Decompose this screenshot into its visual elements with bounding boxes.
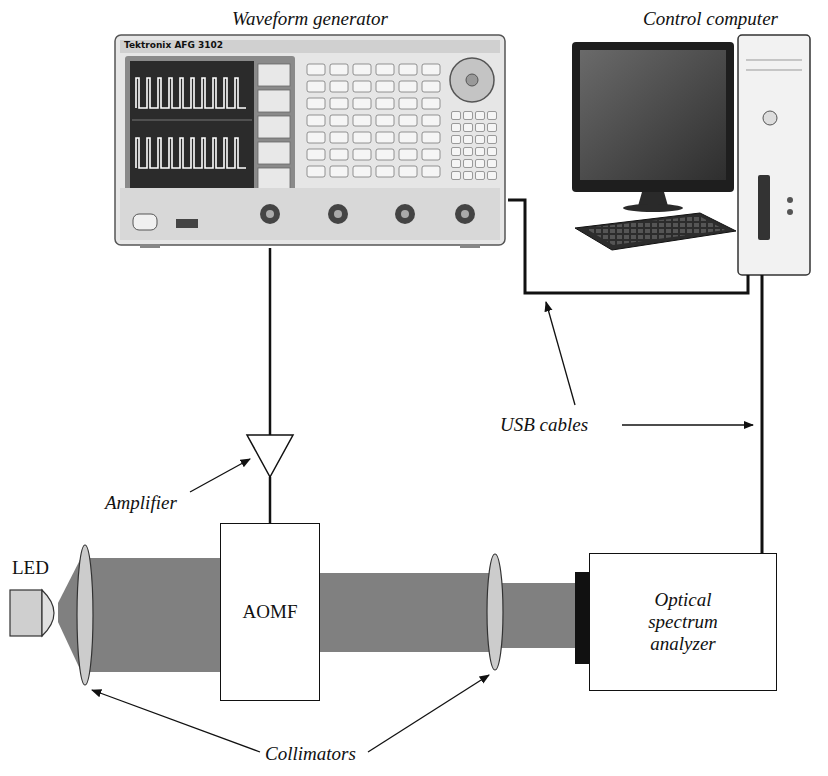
cable-connector: [761, 275, 764, 553]
generator-illustration: [258, 168, 290, 190]
computer-illustration: [572, 35, 810, 275]
led-symbol: [42, 590, 54, 636]
computer-illustration: [585, 216, 725, 245]
generator-illustration: [450, 110, 498, 182]
computer-illustration: [638, 192, 668, 206]
generator-illustration: [136, 78, 246, 108]
collimator-lens: [77, 545, 93, 685]
leader-arrow: [190, 459, 250, 492]
generator-illustration: [136, 138, 246, 168]
leader-arrow: [622, 424, 753, 425]
generator-illustration: [115, 35, 505, 248]
generator-illustration: [260, 204, 280, 224]
cable-connector: [269, 248, 272, 435]
generator-illustration: [334, 210, 342, 218]
generator-illustration: [461, 210, 469, 218]
generator-illustration: [258, 116, 290, 138]
generator-illustration: [258, 64, 290, 86]
node-text: Amplifier: [105, 492, 177, 514]
generator-illustration: [115, 35, 505, 245]
computer-illustration: [758, 175, 770, 240]
generator-illustration: [140, 244, 160, 248]
brand-label: Tektronix AFG 3102: [124, 40, 223, 50]
generator-illustration: [133, 214, 157, 230]
generator-illustration: [132, 120, 252, 121]
computer-illustration: [763, 111, 777, 125]
generator-illustration: [305, 62, 443, 181]
generator-illustration: [120, 40, 500, 53]
led-symbol: [10, 590, 54, 636]
led-node: LED: [10, 588, 62, 638]
generator-illustration: [395, 204, 415, 224]
generator-illustration: [328, 204, 348, 224]
generator-illustration: [125, 56, 295, 206]
computer-illustration: [623, 204, 683, 212]
leader-arrow: [368, 675, 489, 752]
computer-illustration: [746, 60, 802, 61]
generator-illustration: [450, 58, 494, 102]
light-beam: [58, 550, 85, 680]
generator-illustration: [460, 244, 480, 248]
leader-arrow: [546, 302, 575, 405]
generator-illustration: [130, 61, 254, 201]
generator-illustration: [258, 90, 290, 112]
computer-illustration: [787, 197, 793, 203]
computer-illustration: [746, 70, 802, 71]
filter-box: AOMF: [220, 523, 320, 701]
light-beam: [319, 573, 496, 652]
amplifier-symbol: [247, 435, 293, 477]
analyzer-box: Optical spectrum analyzer: [589, 553, 777, 691]
cable-connector: [269, 477, 272, 523]
generator-illustration: [258, 142, 290, 164]
generator-illustration: [401, 210, 409, 218]
node-text: Optical spectrum analyzer: [627, 589, 739, 655]
light-beam: [85, 558, 221, 672]
generator-illustration: [466, 74, 478, 86]
led-symbol: [10, 590, 42, 636]
computer-illustration: [580, 50, 726, 180]
generator-illustration: [266, 210, 274, 218]
amplifier-node: Amplifier: [247, 435, 293, 477]
generator-illustration: [120, 188, 500, 240]
computer-illustration: [738, 35, 810, 275]
computer-device: Control computer: [565, 4, 812, 275]
collimator-lens: [487, 554, 503, 670]
node-text: Control computer: [609, 8, 812, 30]
computer-illustration: [575, 213, 736, 250]
node-text: LED: [12, 557, 49, 579]
computer-illustration: [787, 209, 793, 215]
generator-illustration: [455, 204, 475, 224]
generator-illustration: [176, 219, 198, 228]
cable-label: USB cables: [500, 414, 588, 436]
cable-connector: [508, 200, 748, 293]
computer-illustration: [572, 42, 734, 192]
lens-label: Collimators: [265, 743, 356, 765]
analyzer-port: [575, 572, 589, 664]
light-beam: [495, 583, 577, 648]
node-text: AOMF: [243, 601, 298, 623]
node-text: Waveform generator: [112, 8, 508, 30]
